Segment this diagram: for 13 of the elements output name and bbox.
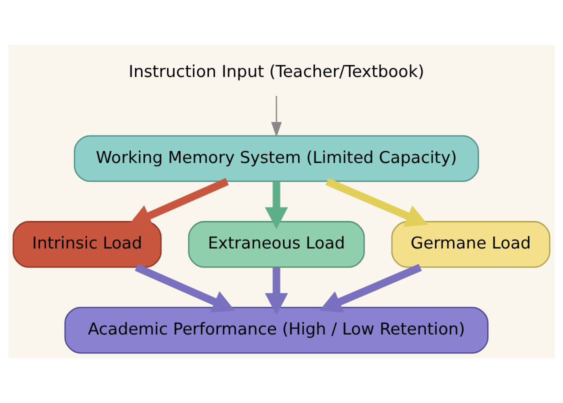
arrow (128, 178, 229, 227)
node-box: Working Memory System (Limited Capacity) (74, 135, 480, 182)
arrow (264, 268, 288, 316)
arrow (264, 182, 288, 230)
arrow (271, 96, 282, 138)
arrow (134, 264, 235, 312)
node-box: Intrinsic Load (12, 221, 162, 268)
arrow (319, 264, 422, 313)
node-box: Extraneous Load (188, 221, 365, 268)
node-box: Academic Performance (High / Low Retention) (64, 306, 488, 354)
node-text: Instruction Input (Teacher/Textbook) (128, 62, 424, 82)
node-box: Germane Load (391, 221, 550, 268)
arrow (326, 178, 428, 227)
